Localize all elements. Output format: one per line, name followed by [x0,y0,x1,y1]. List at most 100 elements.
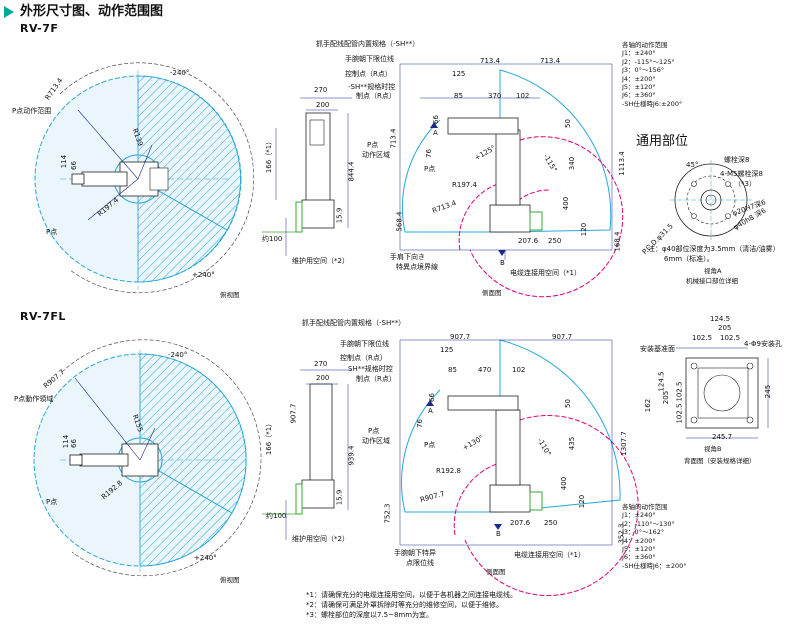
arrow-b-icon [498,250,506,256]
label-m5: 4-M5螺栓深8 [720,170,763,178]
label-p: P点 [46,498,58,506]
label-base: 安装基准面 [640,345,675,353]
label-d400: 400 [560,476,569,491]
label-p: P点 [46,228,58,236]
rv7fl-front-view [262,369,352,540]
footnote: *3：螺栓部位的深度以7.5~8mm为宜。 [306,611,434,619]
label-m9: 4-Φ9安装孔 [744,340,782,348]
label-d102: 102 [512,366,526,374]
label-d245b: 245.7 [712,433,733,441]
model-label-rv7f: RV-7F [20,22,59,35]
label-conn: 电缆连接用空间（*1） [514,551,585,559]
label-d102: 102 [516,92,530,100]
label-d752: 752.3 [383,503,392,524]
label-d102b: 102.5 [720,334,741,342]
rv7f-top-view [34,62,255,294]
label-ang240a: -240° [170,69,190,77]
label-p: P点 [424,441,436,449]
label-conn: 电缆连接用空间（*1） [510,269,581,277]
label-d159: 15.9 [335,207,344,224]
label-d400: 400 [562,196,571,211]
axis-range-item: J4：±200° [622,74,656,83]
label-d85: 85 [448,366,457,374]
common-part-title: 通用部位 [636,134,689,149]
label-d245: 245 [764,384,773,399]
label-d114: 114 [60,154,69,169]
header-arrow-icon [4,6,14,18]
model-label-rv7fl: RV-7FL [20,310,66,323]
label-down2: 点限位线 [406,559,434,567]
label-d125: 125 [452,70,466,78]
label-down2: 特異点境界線 [396,263,438,271]
label-pz1: P点 [367,141,379,149]
rv7f-side-view [399,63,624,298]
label-d114: 114 [62,434,71,449]
footnote: *2：请确保可满足外罩拆除时等充分的维修空间，以便于维修。 [306,601,503,609]
label-d713v: 713.4 [389,128,398,149]
label-d120: 120 [580,222,589,237]
label-d713a: 713.4 [480,57,501,65]
label-ctrl: 控制点（R点） [345,70,392,78]
axis-range-item: J3：0°～156° [622,66,665,75]
caption-side-view: 侧面图 [486,568,506,576]
label-ctrl: 控制点（R点） [340,354,387,362]
axis-range-item: J6：±360° [622,553,656,562]
axis-range-item: J1：±240° [622,49,656,58]
label-ang240b: +240° [192,271,215,279]
caption-top-view: 俯视图 [220,291,240,299]
label-d939: 939.4 [347,445,356,466]
axis-range-item: J5：±120° [622,83,656,92]
axis-range-item: J2：-115°～125° [622,57,675,66]
label-pz2: 动作区域 [362,437,390,445]
caption-top-view: 俯视图 [220,576,240,584]
label-ang240a: -240° [168,351,188,359]
label-d470: 470 [478,366,492,374]
caption-mount: 背面图（安装规格详细） [684,457,756,465]
label-pz1: P点 [368,427,380,435]
label-pzone: P点動作領域 [14,395,54,403]
label-d76: 76 [415,419,424,428]
rv7fl-top-view [33,339,262,577]
arrow-b-icon [494,524,502,530]
label-d66: 66 [431,115,440,124]
label-d76: 76 [424,149,433,158]
label-d1307: 1307.7 [619,431,628,456]
axis-range-list: 各轴的动作范围 J1：±240° J2：-115°～125° J3：0°～156… [622,41,682,108]
label-down1: 手肩下向き [390,253,425,261]
label-m8: 螺栓深8 [724,156,750,164]
label-d435: 435 [568,436,577,451]
label-sh1: -SH**规格时控 [348,83,396,91]
footnotes: *1：请确保充分的电缆连接用空间，以便于各机器之间连接电缆线。 *2：请确保可满… [306,590,517,620]
axis-range-item: J1：±240° [622,511,656,520]
label-d166: 166（*1） [265,137,274,174]
label-d207: 207.6 [510,519,531,527]
label-d124v: 124.5 [657,371,666,392]
axis-range-title: 各轴的动作范围 [622,41,668,49]
rv7f-front-view [262,97,352,256]
label-d340: 340 [568,156,577,171]
label-p: P点 [424,165,436,173]
label-d102v2: 102.5 [675,403,684,424]
axis-range-item: J4：±200° [622,536,656,545]
label-sh2: 制点（R点） [356,375,396,383]
label-d50: 50 [563,399,572,408]
label-pipe: 维护用空间（*2） [292,257,349,265]
label-d1113: 1113.4 [617,151,626,176]
label-pipe: 维护用空间（*2） [292,535,349,543]
rv7fl-side-view [399,339,639,596]
label-wrist: 手腕朝下限位线 [340,340,389,348]
label-pz2: 动作区域 [362,151,390,159]
label-r192: R192.8 [436,467,461,475]
label-d159: 15.9 [335,489,344,506]
label-m5b: （*3） [734,180,756,188]
label-d270: 270 [314,86,328,94]
label-ang240b: +240° [194,554,217,562]
label-d844: 844.4 [347,161,356,182]
label-a45: 45° [686,161,699,169]
label-wrist: 手腕朝下限位线 [345,55,394,63]
label-d205v: 205 [662,390,671,405]
label-grip: 抓手配线配管内置规格（-SH**） [316,40,420,48]
label-d168: 168.4 [613,231,622,252]
